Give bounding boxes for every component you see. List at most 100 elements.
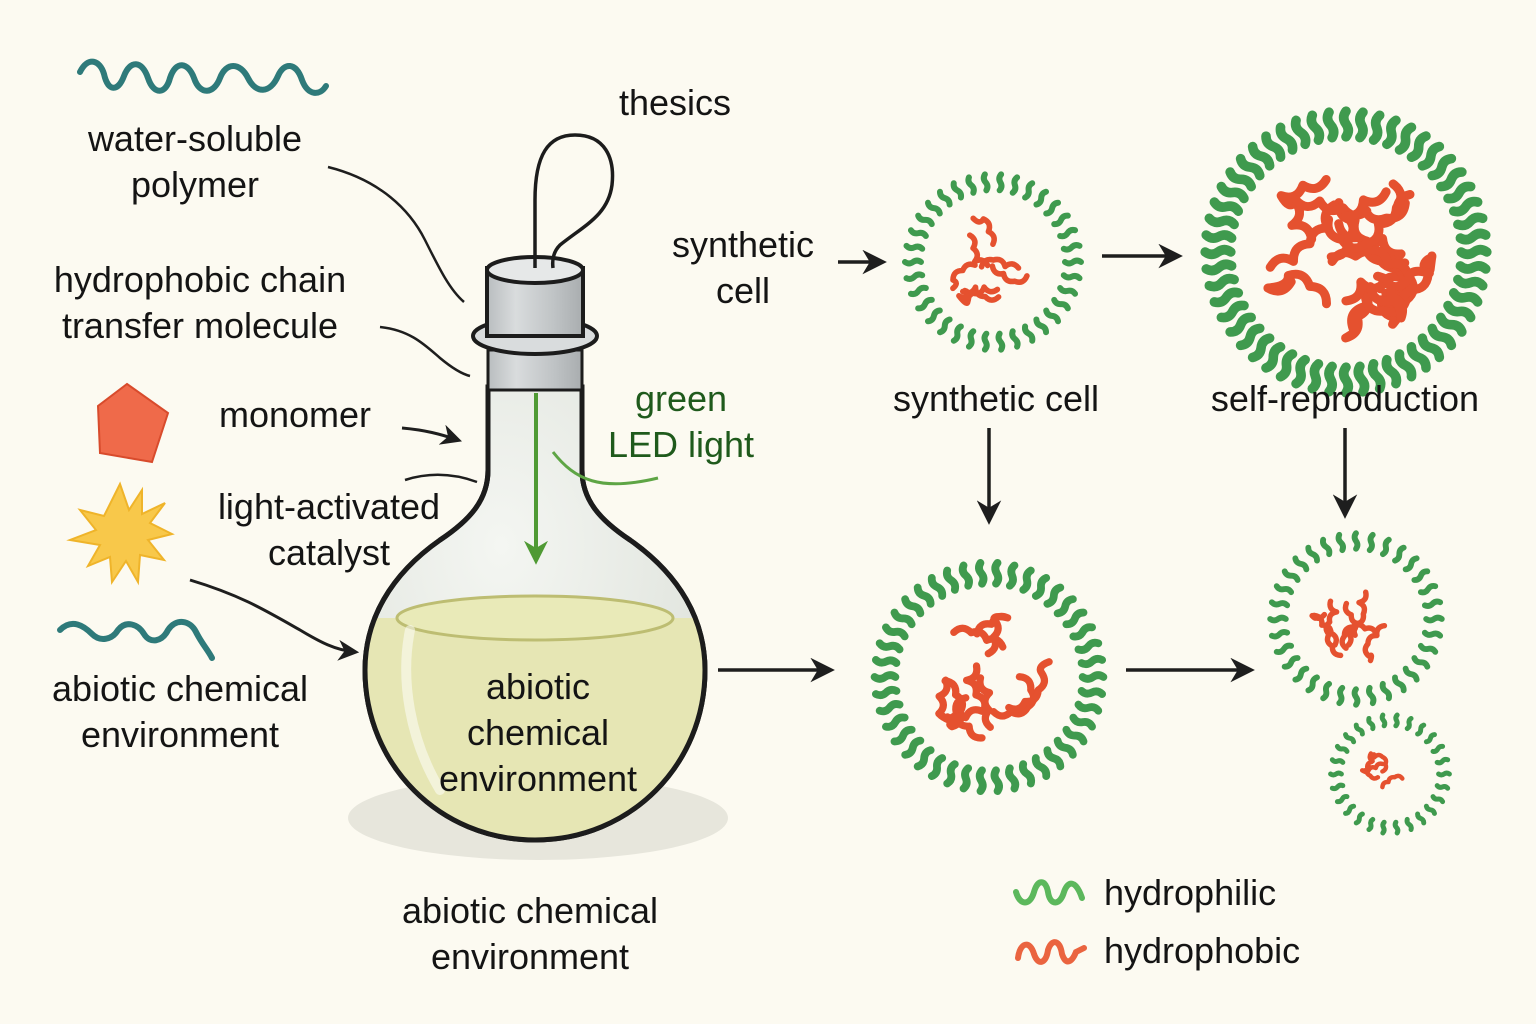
hydrophilic-head [1421,598,1444,609]
hydrophilic-head [1443,300,1476,323]
hydrophilic-head [1225,167,1256,192]
hydrophilic-head [1343,732,1357,745]
thesics-wire-loop [533,133,615,269]
hydrophilic-head [1436,770,1452,778]
hydrophilic-head [1051,296,1071,312]
hydrophobic-chain [1265,200,1339,272]
hydrophilic-head [1366,684,1377,707]
flask-highlight [401,625,445,795]
hydrophilic-head [1290,115,1311,150]
hydrophilic-head [1328,770,1344,778]
hydrophilic-head [1033,316,1050,336]
hydrophilic-head [1069,623,1096,641]
green-led-light-label: green LED light [607,378,755,465]
hydrophobic-chain [976,674,994,731]
hydrophobic-chain [1341,290,1373,343]
hydrophilic-head [1406,342,1431,373]
hydrophilic-head [1074,638,1103,654]
synthetic-cell-caption: synthetic cell [892,378,1100,419]
hydrophilic-head [990,766,1003,795]
hydrophilic-head [1427,153,1457,181]
hydrophilic-head [1343,803,1357,816]
hydrophobic-chain [1365,271,1408,323]
hydrophilic-head [1430,794,1446,805]
hydrophilic-head [1334,794,1350,805]
hydrophilic-head [981,330,990,353]
hydrophilic-head [875,639,904,654]
flask-inner-label: abiotic chemical environment [438,666,638,799]
hydrophilic-head [1411,655,1431,670]
monomer-pentagon-icon [96,382,170,464]
hydrophilic-head [1051,212,1071,228]
hydrophilic-head [1043,583,1065,608]
hydrophilic-head [871,685,901,700]
abiotic-environment-polymer-icon [57,619,215,661]
hydrophilic-head [1005,561,1019,590]
hydrophilic-head [1406,131,1431,162]
hydrophobic-chain [1005,658,1053,713]
hydrophilic-head [1353,361,1370,397]
hydrophobic-chain [970,215,997,247]
hydrophilic-head [1394,122,1417,155]
hydrophilic-head [1329,782,1346,792]
hydrophilic-head [901,595,925,618]
hydrophilic-head [1415,722,1427,737]
hydrophilic-head [1443,181,1476,204]
hydrophobic-chain [1276,175,1331,244]
hydrophilic-head [1421,629,1444,639]
hydrophilic-head [915,296,935,312]
hydrophilic-head [975,559,988,588]
hydrophilic-head [1305,544,1320,564]
hydrophilic-head [927,574,947,600]
connector-chain-line [379,325,471,378]
hydrophilic-head [903,271,926,282]
flask-caption: abiotic chemical environment [401,890,659,977]
hydrophilic-head [942,566,960,594]
hydrophilic-head [1402,665,1420,683]
hydrophilic-head [1062,608,1088,629]
daughter-cell-large [1267,530,1445,708]
hydrophilic-head [1434,783,1451,791]
hydrophilic-head [1057,226,1079,240]
hydrophilic-head [1201,230,1237,243]
hydrophilic-legend-icon [1013,879,1085,906]
hydrophilic-head [1078,671,1108,683]
hydrophilic-head [1053,736,1077,759]
hydrophilic-head [1427,323,1457,351]
hydrophilic-head [1423,803,1437,816]
hydrophilic-head [1031,754,1051,780]
synthetic-cell-side-label: synthetic cell [671,224,815,311]
hydrophilic-head [1320,680,1333,702]
hydrophilic-head [936,316,953,336]
hydrophilic-head [996,171,1005,194]
hydrophilic-head [870,671,900,683]
hydrophilic-head [1393,712,1400,729]
hydrophobic-chain [1342,600,1363,638]
hydrophobic-chain [1309,611,1340,648]
hydrophilic-head [1379,680,1392,702]
hydrophilic-head [1448,288,1483,307]
hydrophilic-head [1021,323,1036,344]
hydrophilic-head [927,754,947,780]
hydrophilic-head [965,328,977,350]
hydrophilic-head [1261,342,1286,373]
hydrophobic-chain [967,232,991,269]
hydrophilic-head [1292,555,1310,573]
hydrophilic-head [1423,614,1445,624]
monomer-arrow [401,424,462,445]
self-reproduction-caption: self-reproduction [1210,378,1480,419]
hydrophilic-head [1060,242,1083,253]
hydrophilic-head [1430,743,1446,754]
hydrophilic-head [890,608,916,629]
hydrophilic-head [1456,244,1492,260]
hydrophilic-head [1417,583,1439,596]
hydrophilic-head [1077,687,1107,698]
hydrophilic-head [1074,700,1103,715]
water-soluble-polymer-icon [77,58,329,96]
hydrophilic-head [1379,712,1388,729]
hydrophilic-head [1324,361,1337,397]
hydrophilic-head [1306,110,1325,145]
hydrophobic-chain [956,284,1001,306]
